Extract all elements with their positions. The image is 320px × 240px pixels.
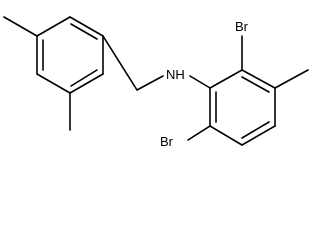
methyl-bond-right [274, 69, 309, 89]
ring-bond [241, 125, 276, 146]
ring-bond [69, 73, 104, 94]
right-aromatic-ring [209, 69, 276, 146]
ring-double-bond [241, 121, 270, 139]
amine-label: NH [166, 67, 185, 82]
ring-bond [36, 16, 71, 37]
bromine-bond-bottom [187, 125, 211, 141]
bromine-label-top: Br [235, 19, 249, 34]
ring-bond [36, 73, 71, 94]
ch2-n-bond [136, 75, 164, 91]
molecule-structure: NH Br Br [3, 16, 309, 149]
ring-double-bond [70, 69, 98, 87]
ring-bond [209, 125, 243, 146]
methyl-bond-top [3, 16, 38, 37]
benzyl-ch2-bond [102, 35, 138, 91]
ring-double-bond [70, 23, 98, 40]
ring-double-bond [241, 76, 270, 93]
structure-canvas: NH Br Br [3, 16, 309, 149]
ring-bond [241, 69, 276, 89]
ring-bond [69, 16, 104, 37]
n-aryl-bond [189, 75, 211, 89]
left-aromatic-ring [36, 16, 104, 94]
bromine-label-bottom: Br [160, 134, 174, 149]
ring-bond [209, 69, 243, 89]
